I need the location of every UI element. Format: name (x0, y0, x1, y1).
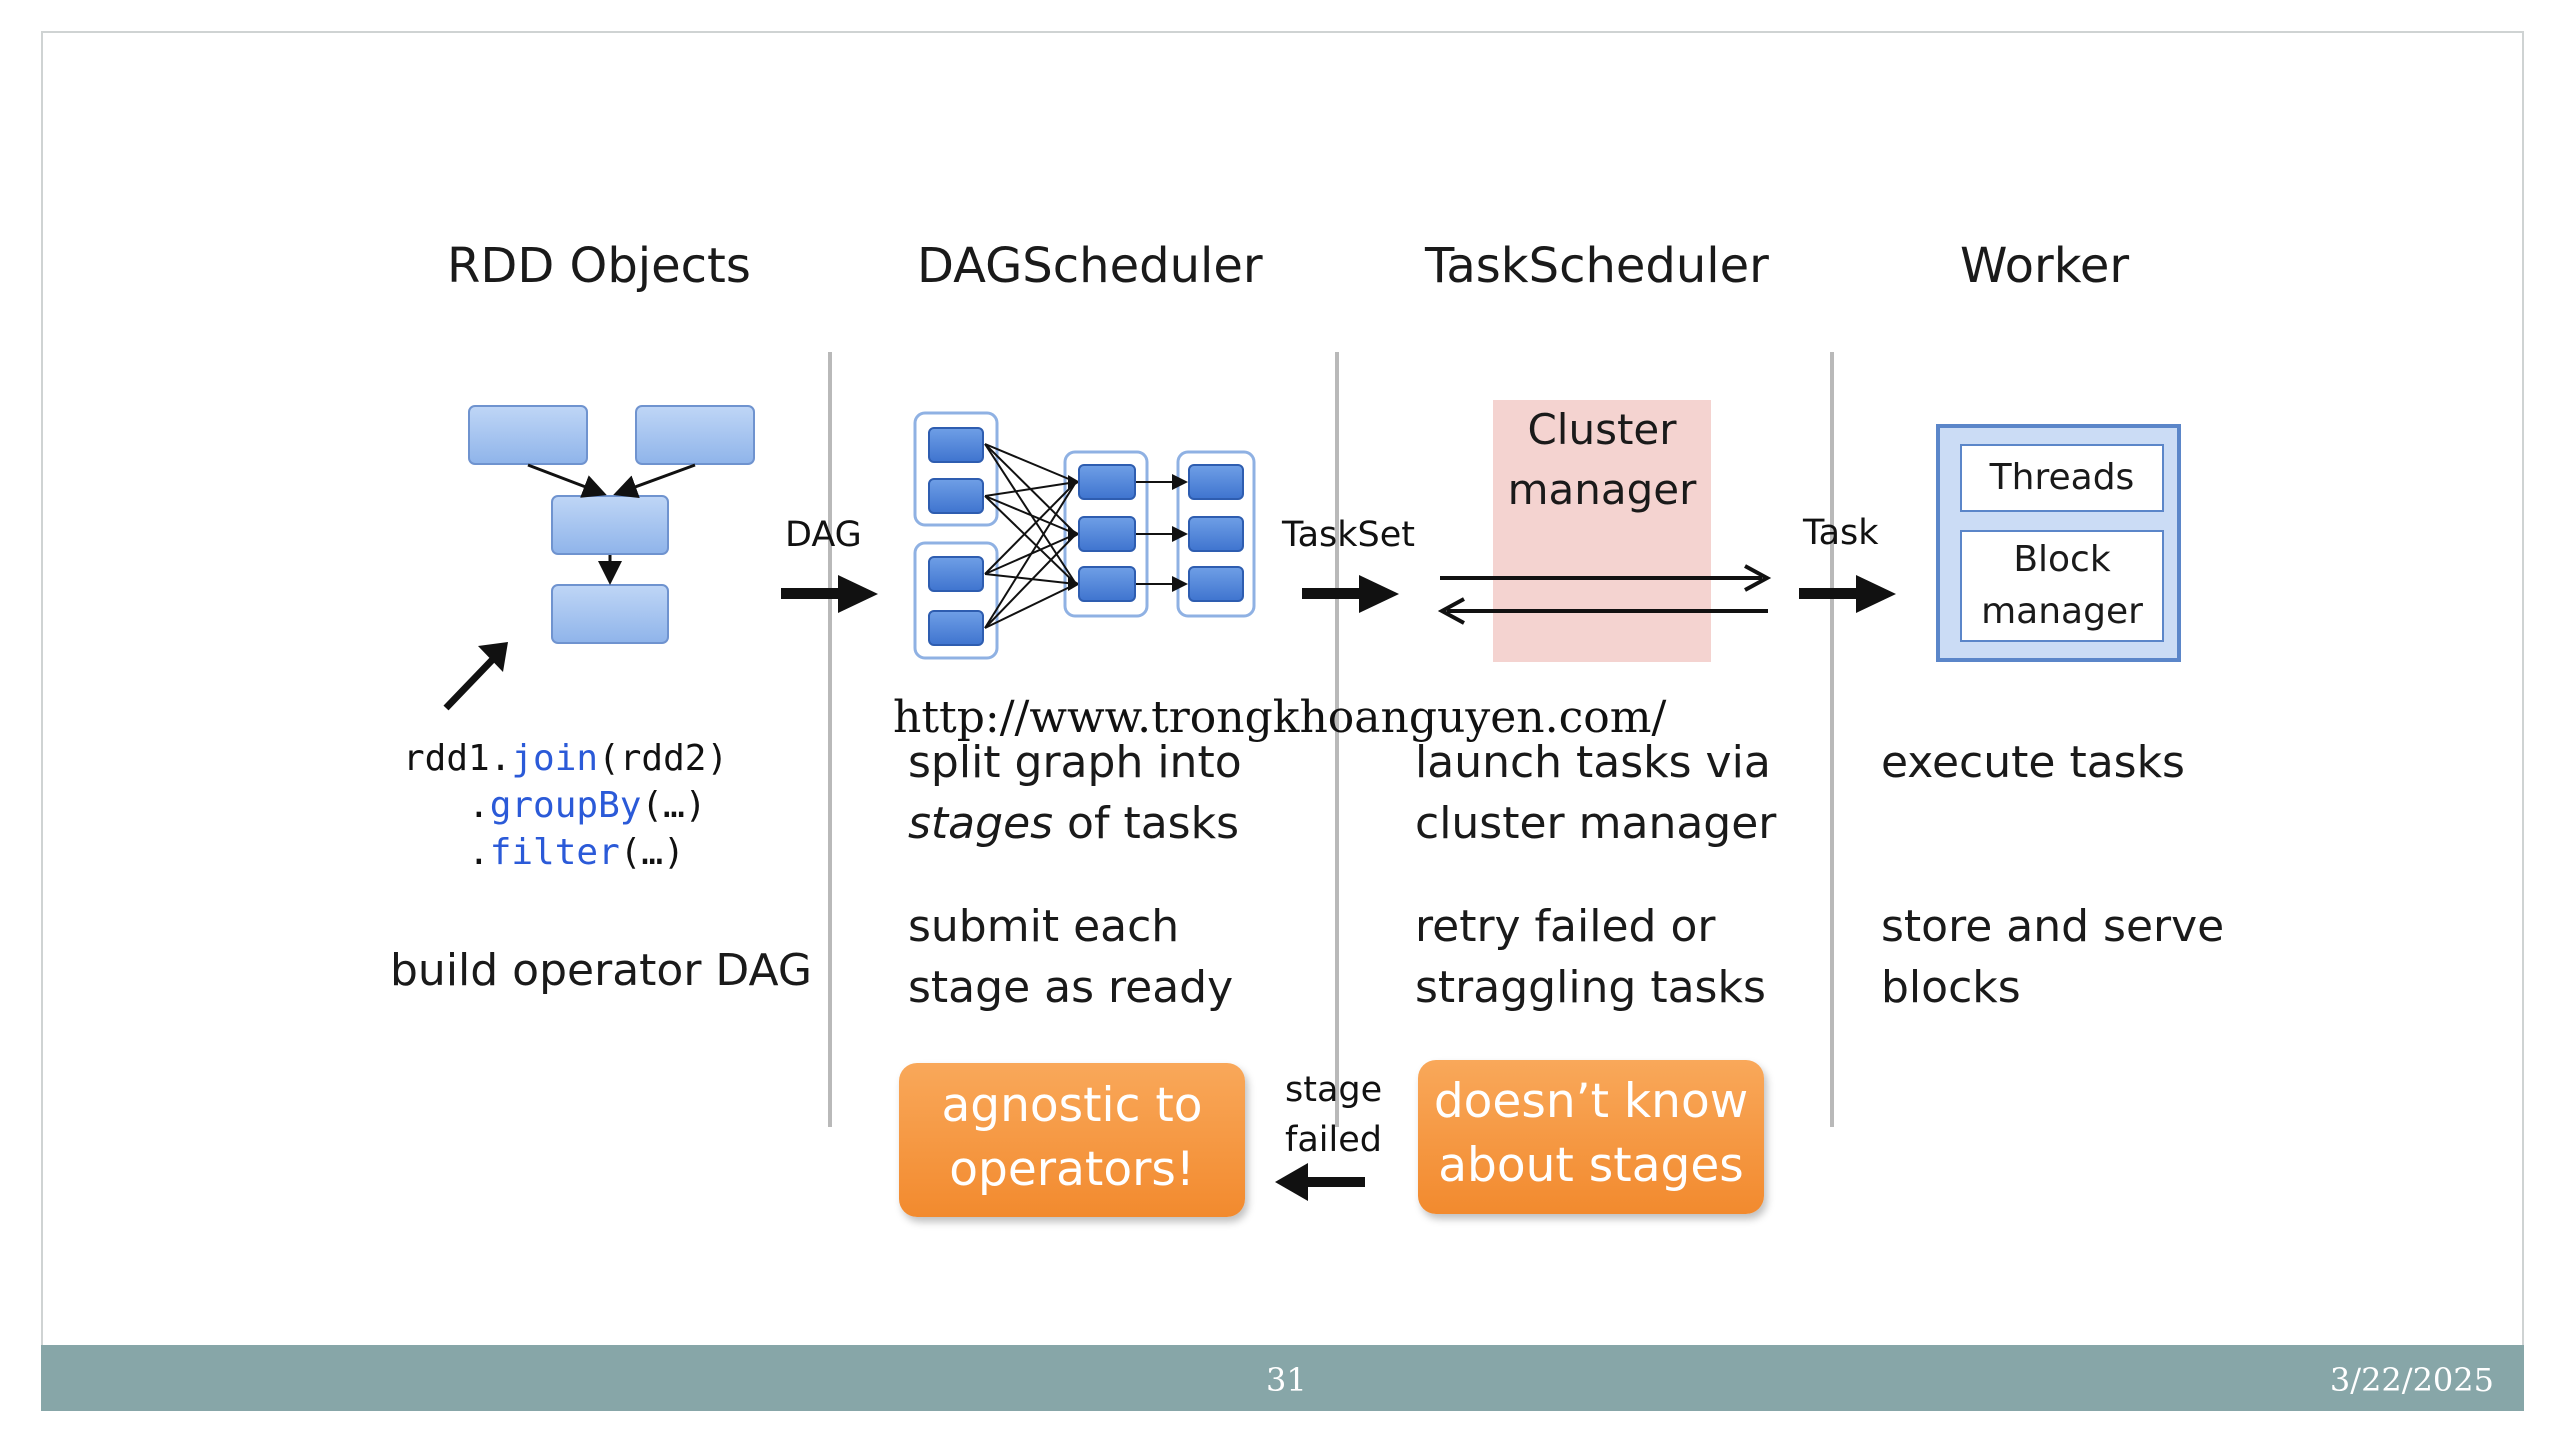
dag-arrow (838, 575, 878, 613)
code-keyword: filter (489, 832, 620, 873)
task-label: Task (1803, 513, 1879, 553)
rdd-node-2 (635, 405, 755, 465)
block-manager-line-1: Block (2013, 539, 2111, 580)
block-manager-line-2: manager (1981, 591, 2143, 632)
stage-graph (913, 411, 1256, 660)
dag-label: DAG (785, 515, 862, 555)
stage-failed-arrow (1275, 1163, 1308, 1201)
code-line-3: .filter(…) (403, 829, 728, 876)
dag-desc-2: stages of tasks (908, 793, 1239, 854)
task-desc-2: cluster manager (1415, 798, 1777, 849)
stages-emphasis: stages (908, 798, 1054, 849)
code-keyword: groupBy (489, 785, 642, 826)
code-token: (…) (619, 832, 685, 873)
code-line-2: .groupBy(…) (403, 782, 728, 829)
rdd-node-1 (468, 405, 588, 465)
dag-desc-4: stage as ready (908, 962, 1234, 1013)
stage-failed-label-1: stage (1285, 1070, 1383, 1110)
worker-desc-2: store and serve (1881, 901, 2225, 952)
agnostic-badge-line-2: operators! (949, 1142, 1195, 1197)
code-token: (rdd2) (598, 738, 729, 779)
code-token: rdd1. (403, 738, 512, 779)
worker-desc-1: execute tasks (1881, 737, 2185, 788)
watermark-url: http://www.trongkhoanguyen.com/ (893, 692, 1667, 743)
block-manager-box: Block manager (1960, 530, 2164, 642)
task-arrow (1856, 575, 1896, 613)
worker-title: Worker (1960, 238, 2130, 294)
cluster-line-2: manager (1507, 465, 1697, 514)
agnostic-badge-line-1: agnostic to (941, 1078, 1203, 1133)
rdd-graph (443, 405, 755, 711)
task-desc-4: straggling tasks (1415, 962, 1766, 1013)
separator-3 (1830, 352, 1834, 1127)
rdd-node-4 (551, 584, 669, 644)
threads-box: Threads (1960, 444, 2164, 512)
code-keyword: join (511, 738, 599, 779)
stage-failed-label-2: failed (1285, 1120, 1382, 1160)
slide-date: 3/22/2025 (2329, 1361, 2494, 1399)
slide-footer: 31 3/22/2025 (41, 1345, 2524, 1411)
flow-arrows (781, 564, 1896, 1201)
taskscheduler-title: TaskScheduler (1425, 238, 1769, 294)
agnostic-badge: agnostic to operators! (899, 1063, 1245, 1217)
doesnt-know-badge-line-2: about stages (1438, 1138, 1744, 1193)
dag-desc-3: submit each (908, 901, 1180, 952)
rdd-node-3 (551, 495, 669, 555)
separator-1 (828, 352, 832, 1127)
rdd-code: rdd1.join(rdd2) .groupBy(…) .filter(…) (403, 735, 728, 876)
build-operator-dag: build operator DAG (390, 945, 812, 996)
rdd-objects-title: RDD Objects (447, 238, 751, 294)
code-token: . (403, 785, 490, 826)
cluster-line-1: Cluster (1527, 405, 1677, 454)
cluster-manager-box (1493, 400, 1711, 662)
cluster-manager-label: Cluster manager (1493, 400, 1711, 520)
task-desc-3: retry failed or (1415, 901, 1716, 952)
dagscheduler-title: DAGScheduler (917, 238, 1263, 294)
doesnt-know-badge: doesn’t know about stages (1418, 1060, 1764, 1214)
taskset-arrow (1359, 575, 1399, 613)
doesnt-know-badge-line-1: doesn’t know (1433, 1074, 1749, 1129)
separator-2 (1335, 352, 1339, 1127)
code-token: . (403, 832, 490, 873)
page-number: 31 (1266, 1361, 1307, 1399)
taskset-label: TaskSet (1282, 515, 1416, 555)
dag-desc-2-rest: of tasks (1053, 798, 1239, 849)
task-desc-1: launch tasks via (1415, 737, 1771, 788)
code-line-1: rdd1.join(rdd2) (403, 735, 728, 782)
code-token: (…) (641, 785, 707, 826)
worker-desc-3: blocks (1881, 962, 2021, 1013)
dag-desc-1: split graph into (908, 737, 1242, 788)
